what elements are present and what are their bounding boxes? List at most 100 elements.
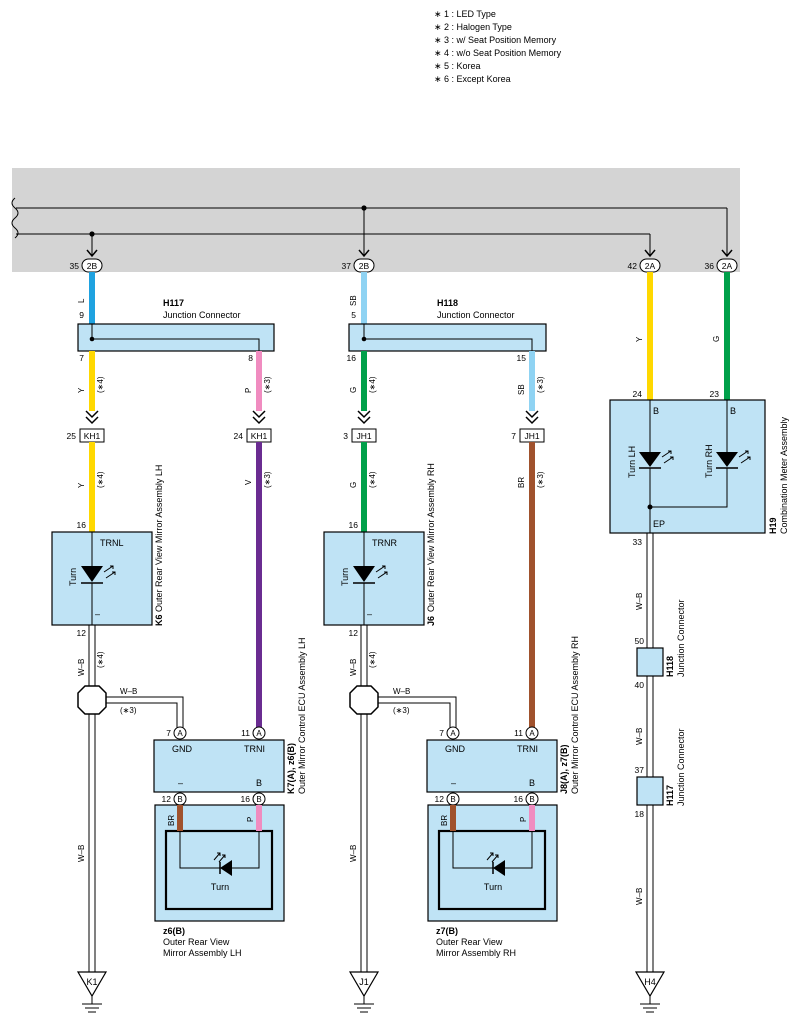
svg-text:2B: 2B [87, 261, 98, 271]
svg-text:J8(A), z7(B): J8(A), z7(B) [559, 744, 569, 794]
svg-text:B: B [256, 778, 262, 788]
svg-text:3: 3 [343, 431, 348, 441]
legend-item: ∗ 5 : Korea [434, 61, 481, 71]
svg-text:11: 11 [241, 728, 250, 738]
h117-code: H117 [163, 298, 184, 308]
light-rays-icon [661, 450, 674, 464]
svg-text:B: B [529, 795, 534, 804]
svg-text:15: 15 [517, 353, 527, 363]
svg-text:12: 12 [77, 628, 87, 638]
wire-p [529, 805, 535, 831]
svg-text:12: 12 [349, 628, 359, 638]
svg-text:W–B: W–B [635, 888, 644, 905]
svg-text:B: B [177, 795, 182, 804]
svg-text:37: 37 [635, 765, 645, 775]
k6-mirror-assembly [51, 531, 153, 626]
light-rays-icon [103, 565, 116, 579]
svg-text:Turn RH: Turn RH [704, 444, 714, 478]
svg-text:25: 25 [67, 431, 77, 441]
svg-text:H118: H118 [665, 656, 675, 677]
wire-br [529, 442, 535, 734]
svg-text:(∗4): (∗4) [368, 471, 377, 488]
svg-text:H4: H4 [644, 977, 656, 987]
svg-text:9: 9 [79, 310, 84, 320]
svg-text:J1: J1 [359, 977, 369, 987]
svg-text:Mirror Assembly LH: Mirror Assembly LH [163, 948, 242, 958]
svg-text:TRNR: TRNR [372, 538, 397, 548]
led-icon [220, 860, 232, 876]
svg-text:16: 16 [77, 520, 87, 530]
svg-text:42: 42 [628, 261, 638, 271]
connector-jh1-3: JH1 3 [343, 428, 377, 443]
svg-text:W–B: W–B [393, 687, 410, 696]
led-icon [493, 860, 505, 876]
upstream-band [12, 168, 740, 272]
svg-text:H117: H117 [665, 785, 675, 806]
svg-text:B: B [653, 406, 659, 416]
svg-text:(∗3): (∗3) [536, 471, 545, 488]
svg-text:SB: SB [349, 295, 358, 306]
svg-text:A: A [450, 729, 456, 738]
ground-k1 [76, 971, 108, 998]
wire-y [89, 442, 95, 532]
svg-text:Turn LH: Turn LH [627, 446, 637, 478]
svg-text:A: A [256, 729, 262, 738]
connector-arrow-icon [252, 410, 266, 425]
connector-arrow-icon [85, 410, 99, 425]
svg-text:H19: H19 [768, 517, 778, 534]
svg-text:2B: 2B [359, 261, 370, 271]
connector-jh1-7: JH1 7 [511, 428, 545, 443]
svg-text:B: B [256, 795, 261, 804]
h118-junction-connector [636, 647, 664, 677]
svg-text:12: 12 [435, 794, 445, 804]
wire-y [89, 351, 95, 411]
svg-text:B: B [450, 795, 455, 804]
svg-text:12: 12 [162, 794, 172, 804]
svg-text:Junction Connector: Junction Connector [676, 728, 686, 806]
svg-text:11: 11 [514, 728, 523, 738]
svg-text:W–B: W–B [349, 659, 358, 676]
svg-text:J6: J6 [426, 616, 436, 626]
svg-text:2A: 2A [722, 261, 733, 271]
svg-text:JH1: JH1 [356, 431, 371, 441]
connector-kh1-24: KH1 24 [234, 428, 272, 443]
svg-text:16: 16 [241, 794, 251, 804]
connector-2a-42: 2A 42 [628, 258, 661, 273]
svg-text:EP: EP [653, 519, 665, 529]
connector-2b-35: 2B 35 [70, 258, 103, 273]
legend-item: ∗ 6 : Except Korea [434, 74, 511, 84]
svg-text:–: – [95, 609, 100, 619]
svg-text:B: B [529, 778, 535, 788]
wire-v [256, 442, 262, 734]
svg-text:35: 35 [70, 261, 80, 271]
svg-text:Junction Connector: Junction Connector [676, 599, 686, 677]
svg-text:2A: 2A [645, 261, 656, 271]
svg-text:23: 23 [710, 389, 720, 399]
svg-text:BR: BR [167, 815, 176, 826]
svg-text:(∗3): (∗3) [263, 471, 272, 488]
svg-text:–: – [178, 778, 183, 788]
light-rays-icon [213, 852, 226, 863]
svg-text:37: 37 [342, 261, 352, 271]
svg-text:KH1: KH1 [251, 431, 268, 441]
svg-text:BR: BR [440, 815, 449, 826]
svg-text:GND: GND [445, 744, 466, 754]
svg-text:Outer Mirror Control ECU Assem: Outer Mirror Control ECU Assembly LH [297, 637, 307, 794]
svg-text:G: G [712, 336, 721, 342]
led-icon [81, 566, 103, 582]
h19-combination-meter [609, 399, 766, 534]
svg-text:z7(B): z7(B) [436, 926, 458, 936]
svg-text:18: 18 [635, 809, 645, 819]
svg-text:B: B [730, 406, 736, 416]
svg-text:K1: K1 [86, 977, 97, 987]
ground-j1 [348, 971, 380, 998]
svg-text:50: 50 [635, 636, 645, 646]
wire-g [361, 351, 367, 411]
svg-text:TRNI: TRNI [517, 744, 538, 754]
svg-text:36: 36 [705, 261, 715, 271]
connector-arrow-icon [721, 249, 733, 258]
svg-text:Mirror Assembly RH: Mirror Assembly RH [436, 948, 516, 958]
splice-octagon [77, 685, 107, 715]
svg-text:W–B: W–B [77, 845, 86, 862]
light-rays-icon [375, 565, 388, 579]
